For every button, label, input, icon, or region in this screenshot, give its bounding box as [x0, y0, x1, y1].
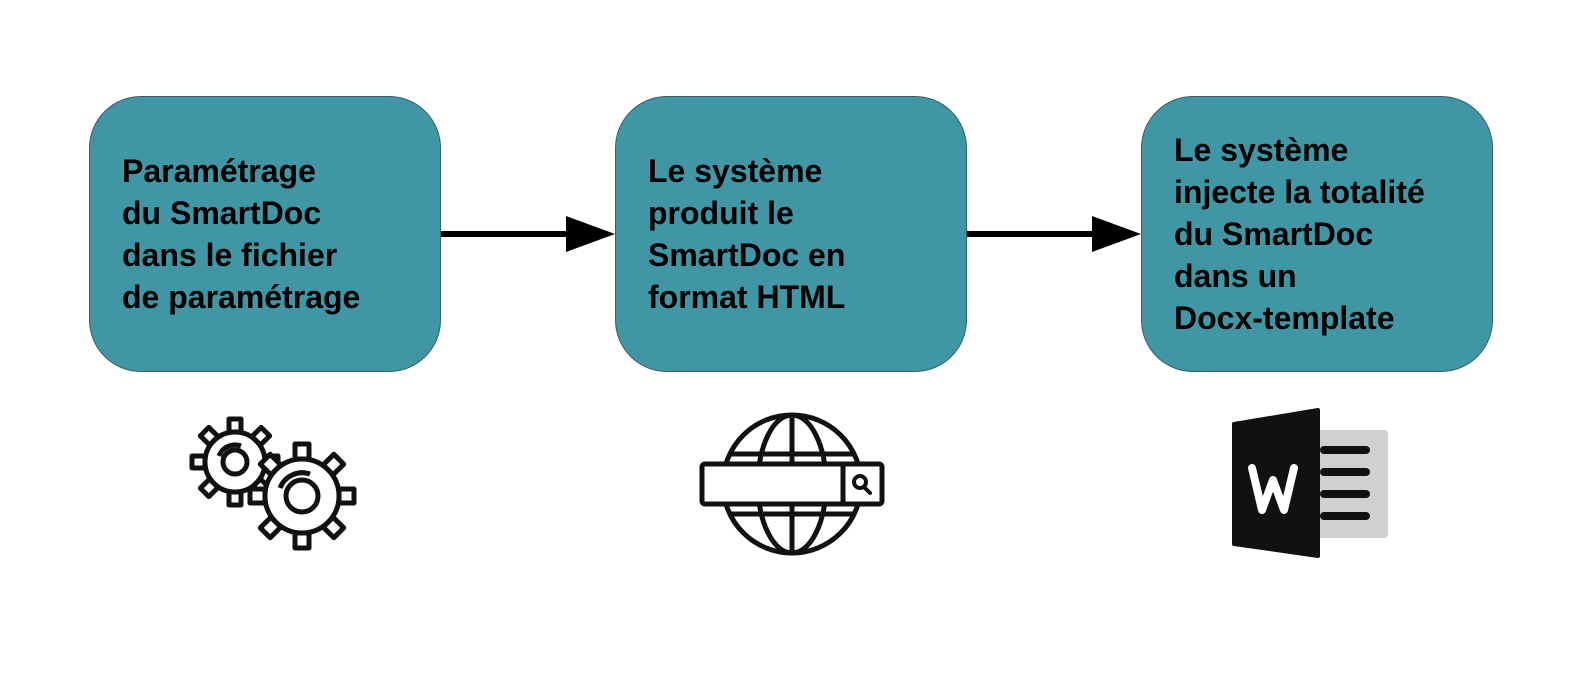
word-document-icon [1232, 408, 1388, 558]
gears-icon [189, 416, 357, 551]
arrow-2 [967, 216, 1141, 252]
step-box-1: Paramétrage du SmartDoc dans le fichier … [89, 96, 441, 372]
arrow-1 [441, 216, 615, 252]
step-2-text: Le système produit le SmartDoc en format… [648, 153, 846, 315]
step-1-text: Paramétrage du SmartDoc dans le fichier … [122, 153, 361, 315]
step-box-2: Le système produit le SmartDoc en format… [615, 96, 967, 372]
step-box-3: Le système injecte la totalité du SmartD… [1141, 96, 1493, 372]
globe-search-icon [699, 412, 885, 556]
step-3-text: Le système injecte la totalité du SmartD… [1174, 132, 1425, 336]
